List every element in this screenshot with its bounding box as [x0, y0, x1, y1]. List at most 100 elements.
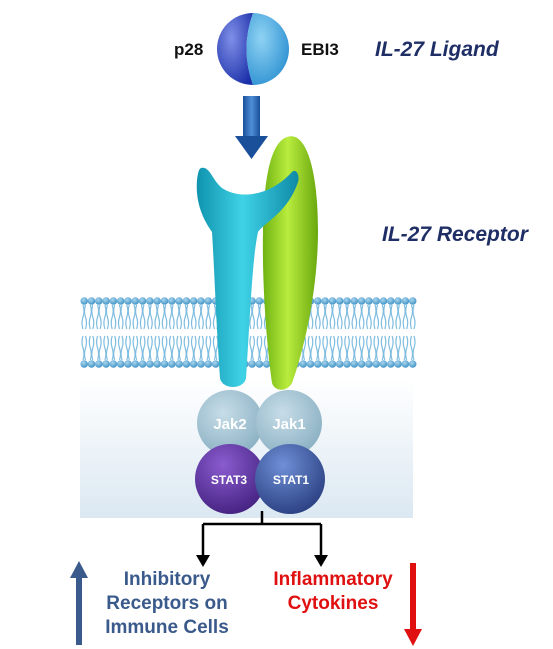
lipid-head [168, 297, 176, 305]
lipid-tail [390, 335, 394, 361]
lipid-head [314, 297, 322, 305]
lipid-tail [405, 304, 409, 330]
lipid-head [248, 360, 256, 368]
lipid-head [408, 297, 417, 305]
lipid-tail [412, 304, 416, 330]
lipid-tail [263, 335, 268, 361]
lipid-tail [409, 335, 414, 361]
lipid-tail [339, 304, 343, 330]
lipid-head [401, 297, 410, 305]
lipid-head [335, 360, 344, 368]
lipid-tail [256, 335, 260, 361]
lipid-tail [310, 335, 314, 361]
lipid-tail [139, 304, 143, 330]
lipid-tail [358, 335, 362, 361]
lipid-tail [125, 335, 129, 361]
lipid-tail [96, 304, 100, 330]
lipid-tail [198, 335, 202, 361]
lipid-tail [208, 304, 212, 330]
lipid-head [328, 360, 337, 368]
lipid-tail [81, 335, 85, 361]
lipid-head [197, 360, 205, 368]
lipid-tail [212, 304, 216, 330]
p28-label: p28 [174, 40, 204, 59]
lipid-head [138, 297, 147, 305]
lipid-head [379, 297, 388, 305]
lipid-tail [190, 304, 195, 330]
stat1-label: STAT1 [273, 473, 310, 487]
lipid-head [394, 360, 402, 368]
lipid-tail [88, 304, 92, 330]
ebi3-subunit [246, 13, 289, 85]
lipid-tail [375, 335, 380, 361]
stat3-protein [195, 444, 265, 514]
lipid-tail [373, 335, 377, 361]
lipid-tail [324, 304, 328, 330]
lipid-tail [96, 335, 100, 361]
lipid-head [153, 360, 161, 368]
lipid-tail [142, 304, 146, 330]
lipid-head [146, 297, 154, 305]
lipid-tail [259, 304, 263, 330]
lipid-tail [336, 335, 341, 361]
lipid-head [365, 360, 373, 368]
ligand-title: IL-27 Ligand [375, 38, 499, 61]
lipid-tail [383, 304, 387, 330]
lipid-tail [83, 304, 88, 330]
lipid-tail [186, 304, 190, 330]
lipid-tail [315, 335, 319, 361]
lipid-tail [383, 335, 387, 361]
lipid-head [372, 360, 381, 368]
lipid-tail [395, 335, 399, 361]
stat3-label: STAT3 [211, 473, 248, 487]
lipid-tail [205, 335, 209, 361]
lipid-head [109, 360, 118, 368]
lipid-tail [149, 304, 153, 330]
lipid-head [95, 360, 103, 368]
lipid-tail [156, 304, 161, 330]
lipid-tail [361, 335, 365, 361]
lipid-head [343, 360, 351, 368]
lipid-tail [132, 335, 136, 361]
lipid-tail [193, 335, 197, 361]
jak1-kinase [256, 390, 322, 456]
lipid-head [153, 297, 161, 305]
lipid-tail [147, 304, 151, 330]
lipid-tail [322, 304, 326, 330]
lipid-tail [332, 304, 336, 330]
jak1-label: Jak1 [272, 416, 305, 433]
lipid-head [255, 297, 264, 305]
lipid-tail [344, 335, 348, 361]
lipid-tail [110, 304, 114, 330]
lipid-head [379, 360, 388, 368]
inflammatory-line-2: Cytokines [287, 593, 379, 614]
lipid-tail [412, 335, 416, 361]
lipid-tail [183, 304, 187, 330]
lipid-tail [171, 335, 175, 361]
lipid-head [102, 360, 110, 368]
lipid-tail [91, 335, 95, 361]
lipid-head [321, 360, 329, 368]
lipid-tail [154, 335, 158, 361]
lipid-tail [105, 304, 109, 330]
lipid-tail [120, 304, 124, 330]
lipid-head [124, 360, 132, 368]
lipid-tail [205, 304, 209, 330]
lipid-head [328, 297, 337, 305]
lipid-tail [169, 304, 173, 330]
lipid-tail [302, 335, 307, 361]
lipid-tail [98, 304, 102, 330]
lipid-tail [169, 335, 173, 361]
signal-branch-connector [201, 511, 323, 556]
lipid-tail [200, 304, 204, 330]
lipid-head [387, 360, 395, 368]
lipid-tail [344, 304, 348, 330]
inhibitory-line-1: Inhibitory [123, 569, 211, 590]
lipid-tail [200, 335, 204, 361]
lipid-tail [249, 304, 253, 330]
lipid-head [116, 360, 125, 368]
lipid-head [299, 360, 308, 368]
lipid-head [372, 297, 381, 305]
lipid-head [80, 297, 88, 305]
